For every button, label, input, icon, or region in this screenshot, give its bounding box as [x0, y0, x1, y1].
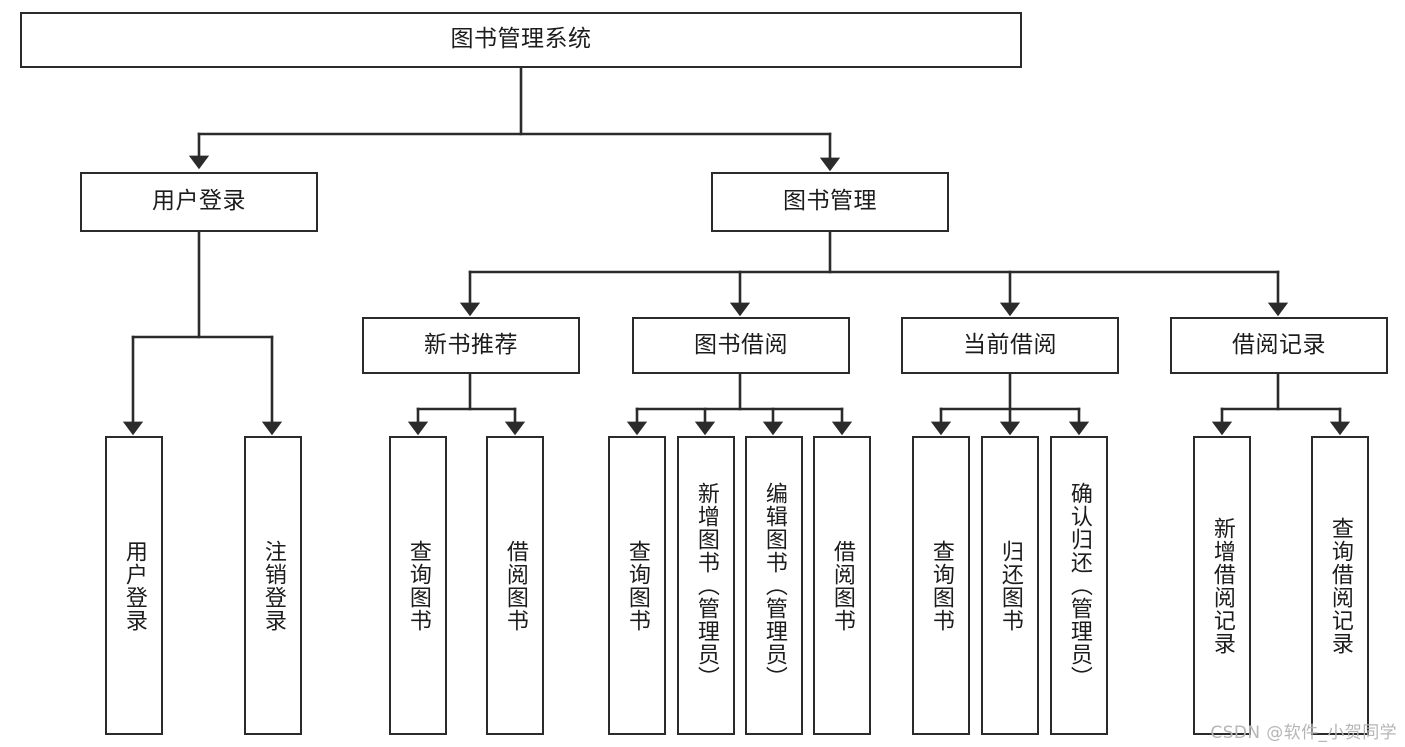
node-borrow-record-label: 借阅记录 [1232, 331, 1326, 358]
node-current-borrow[interactable]: 当前借阅 [901, 317, 1119, 374]
node-leaf-borrow-book-1[interactable]: 借阅图书 [486, 436, 544, 735]
node-book-borrow[interactable]: 图书借阅 [632, 317, 850, 374]
node-leaf-query-borrow-record-label: 查询借阅记录 [1327, 516, 1353, 655]
node-leaf-query-book-2-label: 查询图书 [624, 539, 650, 632]
node-leaf-user-login-label: 用户登录 [121, 539, 147, 632]
node-leaf-logout-login[interactable]: 注销登录 [244, 436, 302, 735]
node-current-borrow-label: 当前借阅 [963, 331, 1057, 358]
node-leaf-borrow-book-2-label: 借阅图书 [829, 539, 855, 632]
node-leaf-query-book-3-label: 查询图书 [928, 539, 954, 632]
node-leaf-add-borrow-record[interactable]: 新增借阅记录 [1193, 436, 1251, 735]
node-leaf-edit-book-admin[interactable]: 编辑图书（管理员） [745, 436, 803, 735]
node-leaf-user-login[interactable]: 用户登录 [105, 436, 163, 735]
node-user-login[interactable]: 用户登录 [80, 172, 318, 232]
node-book-management[interactable]: 图书管理 [711, 172, 949, 232]
node-leaf-confirm-return-admin-label: 确认归还（管理员） [1066, 482, 1092, 689]
node-leaf-add-book-admin-label: 新增图书（管理员） [693, 482, 719, 689]
node-leaf-edit-book-admin-label: 编辑图书（管理员） [761, 482, 787, 689]
node-leaf-query-book-2[interactable]: 查询图书 [608, 436, 666, 735]
node-leaf-add-book-admin[interactable]: 新增图书（管理员） [677, 436, 735, 735]
node-book-management-label: 图书管理 [783, 188, 877, 215]
node-leaf-query-book-1[interactable]: 查询图书 [389, 436, 447, 735]
node-book-borrow-label: 图书借阅 [694, 331, 788, 358]
node-new-book-recommend-label: 新书推荐 [424, 331, 518, 358]
node-new-book-recommend[interactable]: 新书推荐 [362, 317, 580, 374]
node-leaf-return-book[interactable]: 归还图书 [981, 436, 1039, 735]
node-root[interactable]: 图书管理系统 [20, 12, 1022, 68]
node-leaf-query-book-1-label: 查询图书 [405, 539, 431, 632]
node-leaf-query-borrow-record[interactable]: 查询借阅记录 [1311, 436, 1369, 735]
node-borrow-record[interactable]: 借阅记录 [1170, 317, 1388, 374]
node-user-login-label: 用户登录 [152, 188, 246, 215]
node-leaf-confirm-return-admin[interactable]: 确认归还（管理员） [1050, 436, 1108, 735]
node-leaf-query-book-3[interactable]: 查询图书 [912, 436, 970, 735]
node-root-label: 图书管理系统 [450, 26, 592, 53]
node-leaf-borrow-book-1-label: 借阅图书 [502, 539, 528, 632]
node-leaf-add-borrow-record-label: 新增借阅记录 [1209, 516, 1235, 655]
csdn-watermark: CSDN @软件_小贺同学 [1210, 723, 1397, 743]
node-leaf-borrow-book-2[interactable]: 借阅图书 [813, 436, 871, 735]
node-leaf-return-book-label: 归还图书 [997, 539, 1023, 632]
node-leaf-logout-login-label: 注销登录 [260, 539, 286, 632]
